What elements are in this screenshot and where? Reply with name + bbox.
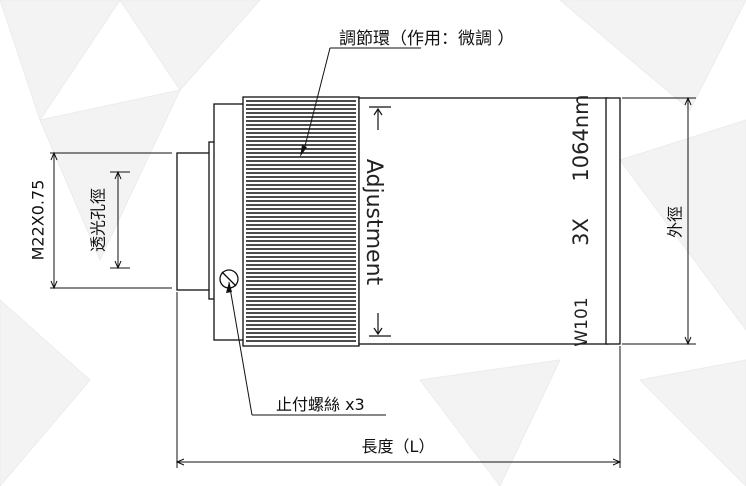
- set-screw: [219, 269, 239, 289]
- main-barrel: [358, 97, 609, 345]
- length-label: 長度（L）: [362, 437, 435, 456]
- engraving-model: W101: [572, 297, 592, 346]
- knurl-pattern: [246, 100, 356, 342]
- engraving-adjustment: Adjustment: [361, 159, 386, 286]
- clear-aperture-label: 透光孔徑: [89, 188, 108, 252]
- thread-section: [176, 152, 213, 291]
- thread-label: M22X0.75: [29, 180, 48, 261]
- set-screw-slot: [221, 271, 237, 287]
- engraving-magnification: 3X: [569, 218, 593, 246]
- lens-body: [176, 96, 621, 347]
- collar: [213, 103, 247, 341]
- set-screw-label: 止付螺絲 x3: [276, 395, 365, 414]
- engraving-wavelength: 1064nm: [569, 94, 593, 181]
- outer-diameter-label: 外徑: [666, 206, 685, 238]
- adjust-ring-leader-arrowhead: [300, 145, 307, 157]
- dimension-lines: [50, 47, 696, 468]
- adjustment-arrows: [369, 106, 391, 337]
- front-cap: [605, 97, 621, 345]
- set-screw-leader-arrowhead: [226, 282, 232, 293]
- adjust-ring-label: 調節環（作用：微調 ）: [339, 29, 514, 49]
